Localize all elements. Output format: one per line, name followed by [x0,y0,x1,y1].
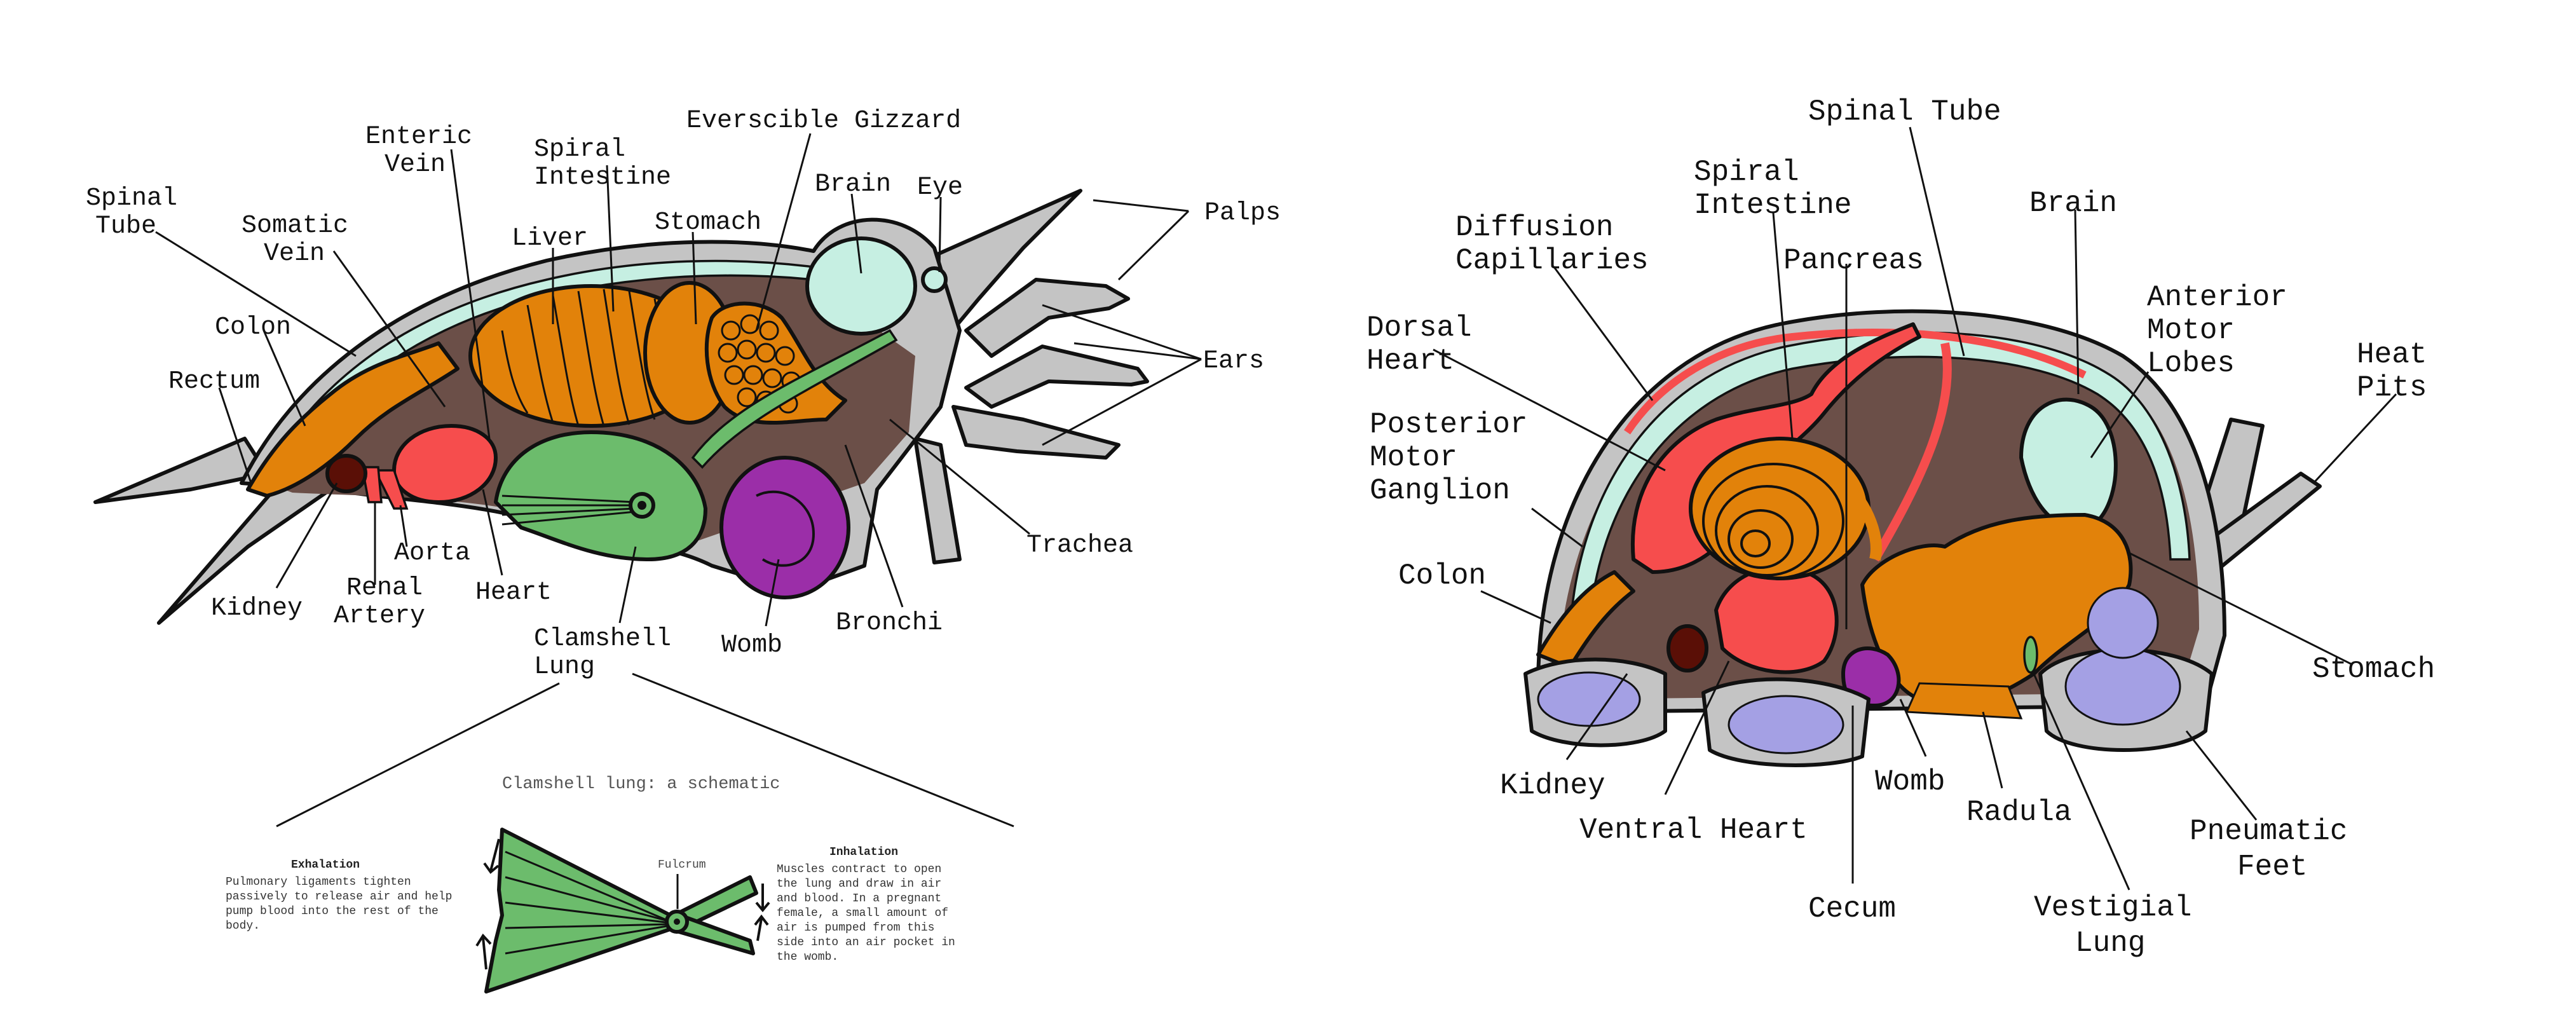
inhalation-text: Muscles contract to open the lung and dr… [777,863,962,964]
exhalation-text: Pulmonary ligaments tighten passively to… [226,876,459,932]
ventral-heart [1714,565,1839,674]
pancreas [1839,478,1882,561]
label-palps: Palps [1204,199,1281,228]
right-kidney [1666,624,1708,672]
right-leader-lines [1433,126,2397,891]
label-radula: Radula [1966,796,2072,829]
label-bronchi: Bronchi [836,609,943,638]
right-spinal-tube [1569,331,2191,637]
label-kidney: Kidney [211,594,303,623]
label-heart: Heart [475,578,552,607]
bronchi [691,329,898,469]
ear-lower [964,345,1149,409]
lung-ligaments [501,495,636,526]
palp-lower [951,405,1121,460]
label-everscible-gizzard: Everscible Gizzard [686,107,961,135]
kidney [325,454,367,493]
label-ears: Ears [1203,347,1264,376]
brain [805,236,917,336]
eye [921,266,948,293]
label-right-spinal-tube: Spinal Tube [1808,95,2001,128]
spinal-artery [1871,342,1952,562]
heart [392,424,498,504]
ear-upper [964,278,1130,358]
label-cecum: Cecum [1808,892,1896,925]
label-right-womb: Womb [1875,765,1945,798]
inhale-arrow-up-icon [754,914,769,941]
label-womb: Womb [721,631,782,660]
right-colon [1536,570,1635,669]
schematic-title: Clamshell lung: a schematic [502,775,780,794]
inhale-arrow-down-icon [755,884,770,913]
trachea-tube [913,437,962,564]
label-ventral-heart: Ventral Heart [1579,814,1808,847]
clamshell-lung [494,430,707,561]
clamshell-lung-schematic: Clamshell lung: a schematic Fulcrum Exha… [226,672,1014,993]
label-aorta: Aorta [394,539,470,568]
exhalation-heading: Exhalation [291,859,360,871]
label-right-kidney: Kidney [1500,769,1605,802]
exhale-arrow-down-icon [483,838,500,874]
label-brain: Brain [815,170,891,199]
left-leader-lines [155,133,1202,627]
radula [1905,682,2023,720]
exhale-arrow-up-icon [475,933,492,970]
label-eye: Eye [917,174,963,202]
aorta [373,469,409,510]
label-pancreas: Pancreas [1783,244,1924,277]
everscible-gizzard [704,301,847,425]
schematic-fulcrum-label: Fulcrum [658,859,706,871]
vestigial-lung [2023,636,2038,674]
label-colon: Colon [215,313,291,342]
label-stomach: Stomach [655,208,761,237]
inhalation-heading: Inhalation [829,846,898,859]
tail-fin-upper [93,437,269,504]
right-intestine-coils [1702,463,1844,580]
label-right-colon: Colon [1398,559,1486,592]
womb [719,456,850,599]
label-right-brain: Brain [2029,187,2117,220]
diffusion-capillaries [1624,329,2087,435]
label-rectum: Rectum [168,367,260,396]
label-right-stomach: Stomach [2312,653,2435,686]
label-liver: Liver [512,224,588,253]
label-trachea: Trachea [1026,531,1133,560]
